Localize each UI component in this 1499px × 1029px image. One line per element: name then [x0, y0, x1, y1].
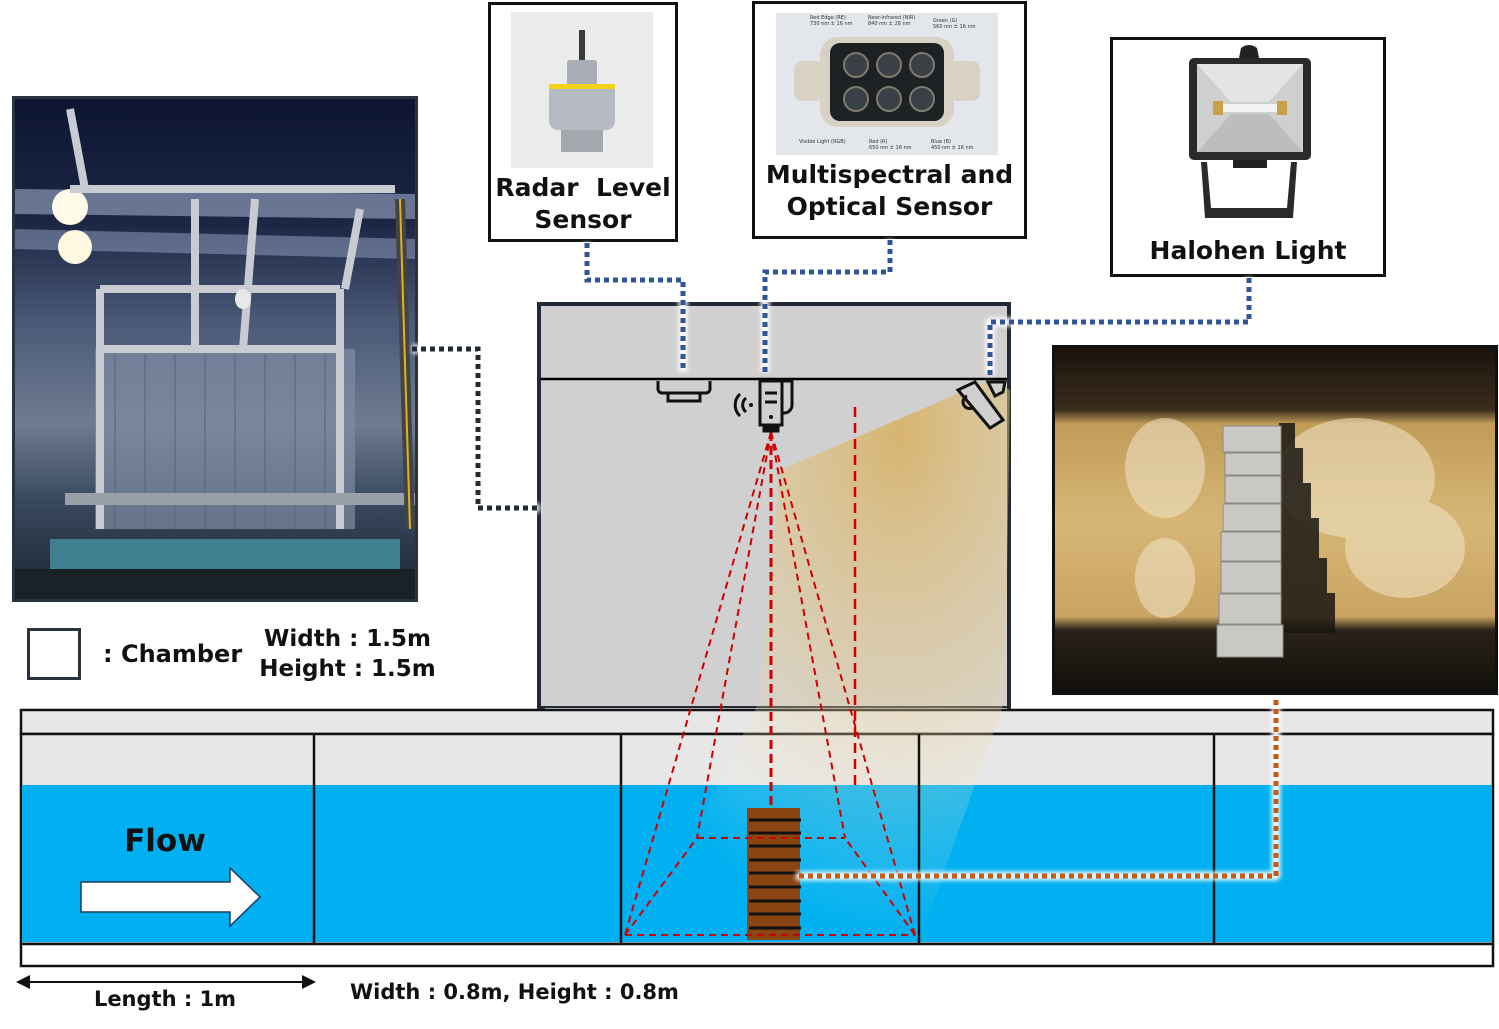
- band-nir-label: Near-Infrared (NIR) 840 nm ± 26 nm: [868, 15, 916, 27]
- band-rgb-name: Visible Light (RGB): [799, 139, 846, 145]
- multispectral-sensor-card: Red Edge (RE) 730 nm ± 16 nm Near-Infrar…: [752, 1, 1027, 239]
- flume-bottom-rail: [19, 942, 1495, 968]
- multispectral-sensor-label-line2: Optical Sensor: [786, 192, 993, 221]
- staff-gauge-photo-illustration: [1125, 418, 1465, 658]
- flume-dimension-label: Width : 0.8m, Height : 0.8m: [350, 980, 679, 1004]
- radar-sensor-card: Radar Level Sensor: [488, 2, 678, 242]
- chamber-legend-swatch: [27, 628, 81, 680]
- band-r-spec: 650 nm ± 16 nm: [869, 144, 912, 151]
- band-nir-spec: 840 nm ± 26 nm: [868, 20, 911, 27]
- halogen-lamp-mount-icon: [955, 380, 1007, 430]
- band-b-spec: 450 nm ± 16 nm: [931, 144, 974, 151]
- staff-gauge-ticks: [749, 818, 801, 930]
- band-re-label: Red Edge (RE) 730 nm ± 16 nm: [810, 15, 853, 27]
- halogen-light-label: Halohen Light: [1149, 236, 1347, 265]
- radar-connector: [584, 243, 686, 372]
- length-label: Length : 1m: [93, 987, 237, 1011]
- band-g-spec: 560 nm ± 16 nm: [933, 23, 976, 30]
- sensor-connector-lines: [584, 240, 1252, 375]
- band-r-label: Red (R) 650 nm ± 16 nm: [869, 139, 912, 151]
- flow-arrow-icon: [80, 866, 262, 928]
- band-re-name: Red Edge (RE): [810, 15, 846, 21]
- chamber-width-label: Width : 1.5m: [263, 626, 431, 652]
- length-dimension-arrow: [16, 975, 316, 989]
- halogen-light-card: Halohen Light: [1110, 37, 1386, 277]
- band-nir-name: Near-Infrared (NIR): [868, 15, 916, 21]
- radar-sensor-photo: [511, 12, 653, 168]
- radar-sensor-mount-icon: [656, 381, 712, 403]
- band-re-spec: 730 nm ± 16 nm: [810, 20, 853, 27]
- band-g-label: Green (G) 560 nm ± 16 nm: [933, 18, 976, 30]
- multispectral-sensor-label-line1: Multispectral and: [765, 160, 1014, 189]
- band-b-name: Blue (B): [931, 139, 951, 145]
- halogen-connector: [987, 278, 1252, 375]
- setup-photo: [12, 96, 418, 602]
- halogen-light-beam: [640, 380, 1010, 940]
- setup-photo-illustration: [15, 108, 415, 599]
- setup-photo-connector: [412, 346, 540, 511]
- band-b-label: Blue (B) 450 nm ± 16 nm: [931, 139, 974, 151]
- multispectral-sensor-photo: Red Edge (RE) 730 nm ± 16 nm Near-Infrar…: [776, 13, 998, 155]
- multispectral-camera-icon: [794, 37, 980, 127]
- radar-sensor-label-line2: Sensor: [534, 205, 632, 234]
- floodlight-icon: [1189, 45, 1311, 218]
- multispectral-connector: [762, 240, 893, 372]
- chamber-height-label: Height : 1.5m: [259, 656, 436, 682]
- radar-sensor-icon: [549, 30, 615, 152]
- band-g-name: Green (G): [933, 18, 958, 24]
- band-r-name: Red (R): [869, 139, 888, 145]
- multispectral-camera-mount-icon: [733, 379, 794, 433]
- camera-field-of-view: [624, 431, 916, 936]
- chamber-legend-label: : Chamber: [103, 640, 243, 668]
- radar-sensor-label-line1: Radar Level: [495, 173, 671, 202]
- staff-gauge-connector: [796, 700, 1279, 879]
- flow-label: Flow: [124, 823, 206, 859]
- staff-gauge-photo: [1052, 345, 1498, 695]
- band-rgb-label: Visible Light (RGB): [799, 139, 846, 146]
